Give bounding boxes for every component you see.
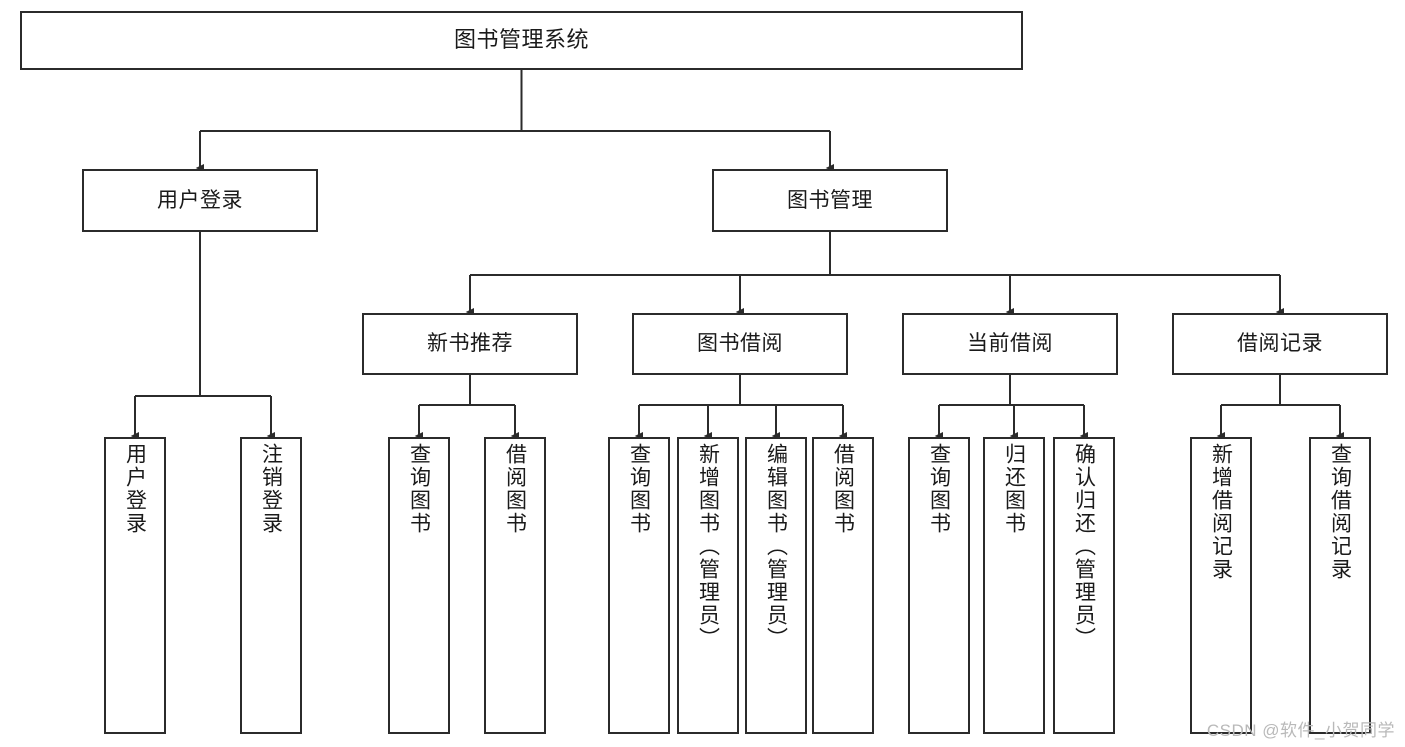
node-label-new-book-recommend: 新书推荐 <box>427 332 513 356</box>
node-label-borrow-record: 借阅记录 <box>1237 332 1323 356</box>
node-label-leaf-add-book: 新增图书（管理员） <box>696 443 720 650</box>
node-label-current-borrow: 当前借阅 <box>967 332 1053 356</box>
node-leaf-user-login[interactable]: 用户登录 <box>104 437 166 734</box>
node-label-leaf-borrow-book-rec: 借阅图书 <box>503 443 527 535</box>
node-leaf-query-book-rec[interactable]: 查询图书 <box>388 437 450 734</box>
connector-lines <box>130 70 1344 440</box>
node-leaf-query-book-current[interactable]: 查询图书 <box>908 437 970 734</box>
node-new-book-recommend[interactable]: 新书推荐 <box>362 313 578 375</box>
node-label-book-management: 图书管理 <box>787 188 873 212</box>
node-label-book-borrow: 图书借阅 <box>697 332 783 356</box>
node-leaf-query-book-borrow[interactable]: 查询图书 <box>608 437 670 734</box>
node-leaf-add-record[interactable]: 新增借阅记录 <box>1190 437 1252 734</box>
node-borrow-record[interactable]: 借阅记录 <box>1172 313 1388 375</box>
node-book-borrow[interactable]: 图书借阅 <box>632 313 848 375</box>
node-root[interactable]: 图书管理系统 <box>20 11 1023 70</box>
node-label-leaf-query-book-current: 查询图书 <box>927 443 951 535</box>
node-label-leaf-return-book: 归还图书 <box>1002 443 1026 535</box>
node-leaf-add-book[interactable]: 新增图书（管理员） <box>677 437 739 734</box>
node-current-borrow[interactable]: 当前借阅 <box>902 313 1118 375</box>
node-book-management[interactable]: 图书管理 <box>712 169 948 232</box>
node-label-root: 图书管理系统 <box>453 27 589 53</box>
node-label-leaf-logout: 注销登录 <box>259 443 283 535</box>
node-label-leaf-edit-book: 编辑图书（管理员） <box>764 443 788 650</box>
node-label-leaf-query-book-rec: 查询图书 <box>407 443 431 535</box>
node-leaf-borrow-book[interactable]: 借阅图书 <box>812 437 874 734</box>
node-label-leaf-user-login: 用户登录 <box>123 443 147 535</box>
node-user-login[interactable]: 用户登录 <box>82 169 318 232</box>
node-label-leaf-add-record: 新增借阅记录 <box>1209 443 1233 581</box>
node-leaf-borrow-book-rec[interactable]: 借阅图书 <box>484 437 546 734</box>
node-leaf-return-book[interactable]: 归还图书 <box>983 437 1045 734</box>
node-leaf-confirm-return[interactable]: 确认归还（管理员） <box>1053 437 1115 734</box>
node-leaf-query-record[interactable]: 查询借阅记录 <box>1309 437 1371 734</box>
node-leaf-logout[interactable]: 注销登录 <box>240 437 302 734</box>
node-label-leaf-query-record: 查询借阅记录 <box>1328 443 1352 581</box>
node-label-user-login: 用户登录 <box>157 188 243 212</box>
node-label-leaf-query-book-borrow: 查询图书 <box>627 443 651 535</box>
node-label-leaf-borrow-book: 借阅图书 <box>831 443 855 535</box>
node-leaf-edit-book[interactable]: 编辑图书（管理员） <box>745 437 807 734</box>
node-label-leaf-confirm-return: 确认归还（管理员） <box>1072 443 1096 650</box>
